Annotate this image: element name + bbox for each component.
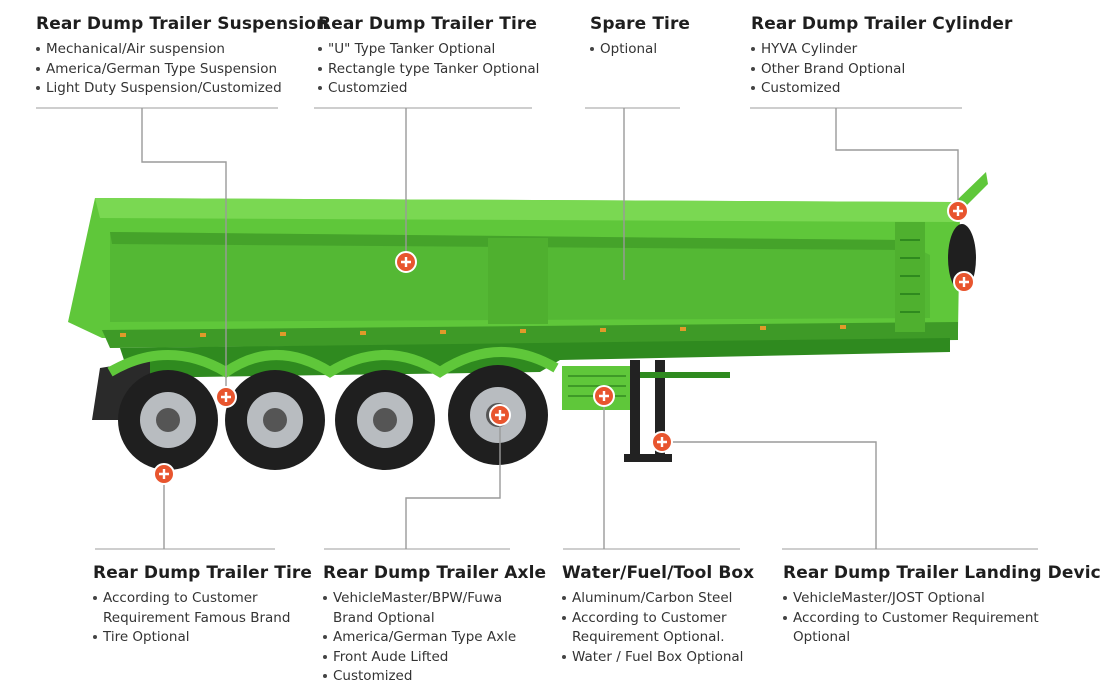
plus-circle-icon [651,431,673,453]
callout-landing: Rear Dump Trailer Landing Device Vehicle… [783,563,1100,648]
plus-circle-icon [153,463,175,485]
wheels [107,347,559,470]
wheel-2 [225,370,325,470]
callout-toolbox: Water/Fuel/Tool Box Aluminum/Carbon Stee… [562,563,754,667]
plus-circle-icon [489,404,511,426]
list-item: Rectangle type Tanker Optional [318,60,539,80]
list-item: Optional [590,40,690,60]
callout-title: Rear Dump Trailer Tire [318,14,538,34]
callout-spare-tire: Spare Tire Optional [590,14,690,60]
callout-axle: Rear Dump Trailer Axle VehicleMaster/BPW… [323,563,546,687]
plus-circle-icon [947,200,969,222]
callout-suspension: Rear Dump Trailer Suspension Mechanical/… [36,14,328,99]
callout-title: Rear Dump Trailer Landing Device [783,563,1100,583]
wheel-3 [335,370,435,470]
callout-title: Water/Fuel/Tool Box [562,563,755,583]
list-item: Tire Optional [93,628,312,648]
callout-title: Rear Dump Trailer Tire [93,563,313,583]
callout-title: Spare Tire [590,14,691,34]
list-item: Customized [323,667,546,687]
header-rules [36,107,1038,550]
list-item: Light Duty Suspension/Customized [36,79,328,99]
list-item: America/German Type Suspension [36,60,328,80]
list-item: America/German Type Axle [323,628,546,648]
list-item: "U" Type Tanker Optional [318,40,539,60]
list-item: According to Customer Requirement Famous… [93,589,293,628]
wheel-1 [118,370,218,470]
plus-circle-icon [395,251,417,273]
list-item: HYVA Cylinder [751,40,1012,60]
list-item: Mechanical/Air suspension [36,40,328,60]
list-item: Customized [751,79,1012,99]
callout-tire-top: Rear Dump Trailer Tire "U" Type Tanker O… [318,14,539,99]
list-item: According to Customer Requirement Option… [783,609,1043,648]
leader-lines [141,108,959,549]
list-item: VehicleMaster/BPW/Fuwa Brand Optional [323,589,513,628]
callout-title: Rear Dump Trailer Cylinder [751,14,1013,34]
list-item: Aluminum/Carbon Steel [562,589,754,609]
callout-title: Rear Dump Trailer Axle [323,563,547,583]
list-item: Front Aude Lifted [323,648,546,668]
plus-markers [153,200,975,485]
trailer-body [68,172,988,462]
plus-circle-icon [215,386,237,408]
list-item: According to Customer Requirement Option… [562,609,742,648]
list-item: VehicleMaster/JOST Optional [783,589,1100,609]
callout-tire-bottom: Rear Dump Trailer Tire According to Cust… [93,563,312,648]
callout-title: Rear Dump Trailer Suspension [36,14,329,34]
plus-circle-icon [593,385,615,407]
plus-circle-icon [953,271,975,293]
list-item: Water / Fuel Box Optional [562,648,754,668]
callout-cylinder: Rear Dump Trailer Cylinder HYVA Cylinder… [751,14,1012,99]
list-item: Customzied [318,79,539,99]
list-item: Other Brand Optional [751,60,1012,80]
